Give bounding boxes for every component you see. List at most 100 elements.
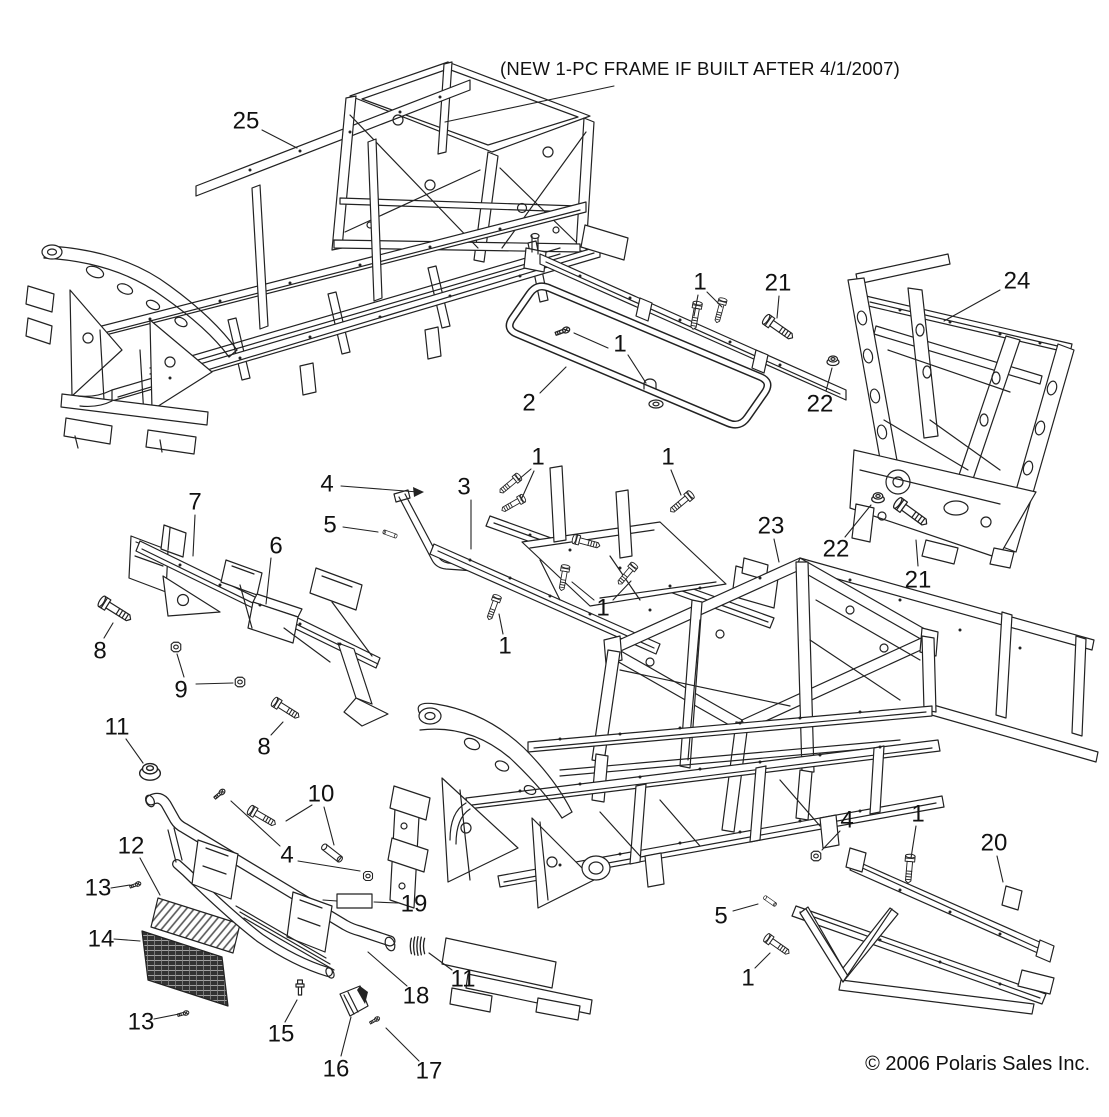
- leader-line-23: [773, 538, 780, 563]
- callout-label-25: 25: [233, 108, 260, 135]
- leader-line-2: [539, 366, 567, 394]
- callout-label-2: 2: [522, 390, 535, 417]
- support-bracket-20-illustration: [791, 847, 1055, 1015]
- callout-label-19: 19: [401, 891, 428, 918]
- callout-label-13: 13: [85, 875, 112, 902]
- leader-line-22: [844, 504, 872, 538]
- leader-line-1: [670, 469, 682, 496]
- leader-line-14: [113, 938, 141, 942]
- callout-label-20: 20: [981, 830, 1008, 857]
- callout-label-1: 1: [661, 444, 674, 471]
- copyright-notice: © 2006 Polaris Sales Inc.: [865, 1053, 1090, 1075]
- title-leader-line: [444, 85, 615, 123]
- leader-line-1: [612, 580, 632, 601]
- leader-line-11: [125, 738, 144, 764]
- front-rack-6-7-illustration: [128, 524, 389, 727]
- leader-line-21: [915, 539, 919, 567]
- leader-line-1: [571, 581, 595, 601]
- callout-label-1: 1: [498, 633, 511, 660]
- callout-label-21: 21: [765, 270, 792, 297]
- leader-line-13: [153, 1013, 180, 1020]
- callout-label-8: 8: [257, 734, 270, 761]
- leader-line-13: [110, 884, 131, 889]
- subframe-3-illustration: [393, 465, 779, 655]
- callout-label-1: 1: [531, 444, 544, 471]
- leader-line-17: [385, 1027, 420, 1062]
- leader-line-10: [323, 806, 335, 846]
- callout-label-11: 11: [451, 966, 476, 993]
- callout-label-18: 18: [403, 983, 430, 1010]
- callout-label-5: 5: [323, 512, 336, 539]
- leader-line-18: [367, 951, 408, 987]
- leader-line-4: [821, 830, 841, 851]
- leader-line-6: [265, 557, 272, 605]
- leader-line-20: [996, 855, 1004, 883]
- callout-label-3: 3: [457, 474, 470, 501]
- callout-label-4: 4: [840, 807, 853, 834]
- leader-line-4: [297, 860, 361, 872]
- leader-line-7: [192, 514, 196, 557]
- callout-label-22: 22: [823, 536, 850, 563]
- bracket-16-icon: [339, 985, 369, 1017]
- leader-line-12: [139, 857, 161, 896]
- frame-assembly-25-illustration: [25, 61, 629, 455]
- label-19-box: [336, 893, 373, 909]
- leader-line-1: [517, 468, 532, 481]
- leader-line-1: [573, 332, 609, 349]
- leader-line-15: [284, 999, 298, 1023]
- leader-line-4: [340, 485, 419, 493]
- leader-line-11: [428, 952, 453, 971]
- frame-assembly-24-illustration: [847, 253, 1075, 569]
- callout-label-14: 14: [88, 926, 115, 953]
- leader-line-1: [754, 952, 771, 969]
- callout-label-1: 1: [911, 801, 924, 828]
- callout-label-1: 1: [613, 331, 626, 358]
- callout-label-9: 9: [174, 677, 187, 704]
- leader-line-22: [825, 367, 833, 392]
- leader-line-19: [322, 899, 338, 902]
- callout-label-4: 4: [320, 471, 333, 498]
- leader-line-1: [498, 613, 504, 635]
- callout-label-4: 4: [280, 842, 293, 869]
- callout-label-23: 23: [758, 513, 785, 540]
- callout-label-1: 1: [596, 595, 609, 622]
- callout-label-17: 17: [416, 1058, 443, 1085]
- leader-line-9: [195, 682, 234, 685]
- leader-line-19: [373, 901, 399, 904]
- front-bumper-illustration: [141, 792, 396, 1007]
- callout-label-11: 11: [105, 714, 130, 741]
- leader-lines: [103, 85, 1004, 1062]
- callout-label-1: 1: [741, 965, 754, 992]
- callout-label-10: 10: [308, 781, 335, 808]
- leader-line-10: [285, 804, 313, 822]
- leader-line-1: [520, 470, 535, 501]
- leader-line-4: [230, 800, 281, 847]
- fastener-icons: [96, 296, 931, 1026]
- leader-line-5: [342, 526, 379, 533]
- leader-line-1: [910, 825, 917, 859]
- leader-line-8: [103, 622, 114, 639]
- callout-label-12: 12: [118, 833, 145, 860]
- leader-line-25: [261, 129, 298, 149]
- leader-line-1: [693, 294, 699, 317]
- diagram-title: (NEW 1-PC FRAME IF BUILT AFTER 4/1/2007): [499, 58, 900, 79]
- callout-label-8: 8: [93, 638, 106, 665]
- callout-label-22: 22: [807, 391, 834, 418]
- callout-label-24: 24: [1004, 268, 1031, 295]
- callout-label-21: 21: [905, 567, 932, 594]
- frame-assembly-23-illustration: [387, 557, 1099, 1021]
- callout-label-1: 1: [693, 269, 706, 296]
- callout-label-16: 16: [323, 1056, 350, 1083]
- callout-label-6: 6: [269, 533, 282, 560]
- callout-label-13: 13: [128, 1009, 155, 1036]
- leader-line-21: [776, 295, 780, 319]
- leader-line-24: [943, 289, 1001, 322]
- leader-line-9: [176, 653, 185, 678]
- callout-label-15: 15: [268, 1021, 295, 1048]
- leader-line-5: [732, 903, 759, 912]
- leader-line-16: [340, 1016, 352, 1057]
- callout-label-5: 5: [714, 903, 727, 930]
